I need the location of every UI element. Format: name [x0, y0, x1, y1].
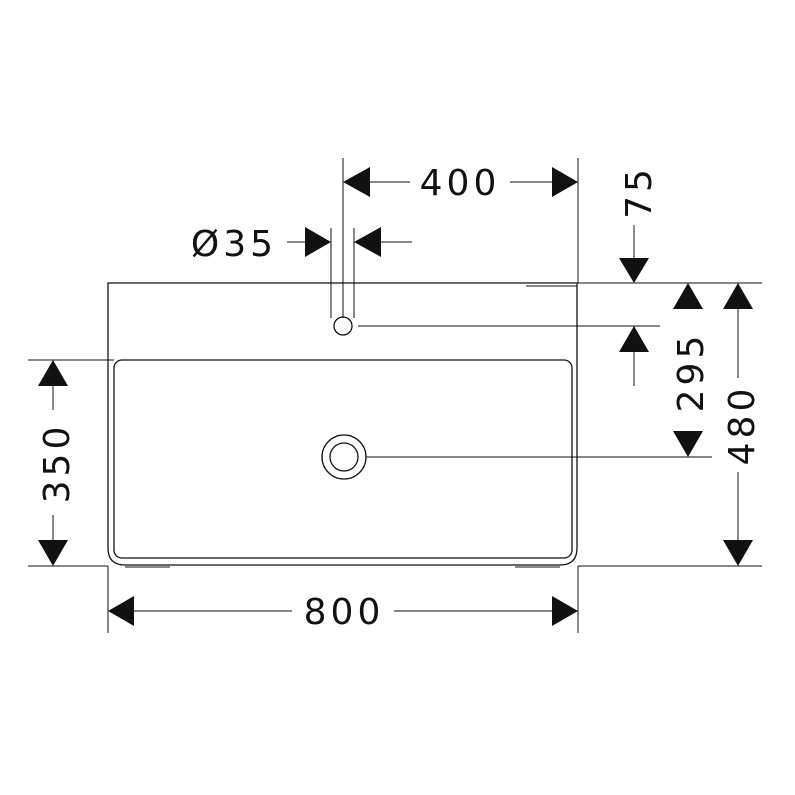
dimension-label-480: 480 — [722, 385, 763, 466]
arrow-head — [619, 258, 649, 283]
dimension-label-350: 350 — [37, 423, 78, 504]
arrow-head — [305, 227, 331, 257]
arrow-head — [343, 167, 370, 197]
dimension-label-800: 800 — [304, 592, 385, 633]
dimension-label-295: 295 — [671, 332, 712, 413]
tap-hole — [333, 316, 353, 336]
arrow-head — [619, 326, 649, 352]
basin-outline — [107, 282, 578, 566]
arrow-head — [108, 596, 134, 626]
arrow-head — [552, 167, 578, 197]
arrow-head — [38, 360, 68, 386]
arrow-head — [673, 283, 703, 309]
dimension-label-75: 75 — [619, 165, 660, 219]
bowl-outline — [113, 359, 573, 559]
arrow-head — [673, 431, 703, 457]
arrow-head — [552, 596, 578, 626]
dimension-label-400: 400 — [420, 163, 501, 204]
drain-inner — [329, 442, 359, 472]
arrow-head — [723, 283, 753, 309]
dimension-label-diameter-35: Ø35 — [191, 224, 277, 265]
drain-outer — [321, 434, 367, 480]
arrow-head — [723, 540, 753, 566]
arrow-head — [354, 227, 381, 257]
arrow-head — [38, 540, 68, 566]
